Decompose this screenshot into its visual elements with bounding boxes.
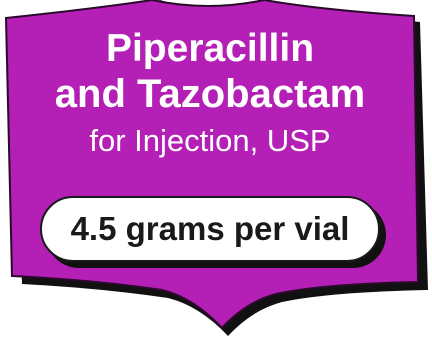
strength-pill: 4.5 grams per vial [40,196,380,262]
dosage-form: for Injection, USP [89,123,331,158]
drug-name-line-2: and Tazobactam [54,72,366,116]
drug-name-line-1: Piperacillin [105,27,315,70]
strength-text: 4.5 grams per vial [70,210,350,247]
